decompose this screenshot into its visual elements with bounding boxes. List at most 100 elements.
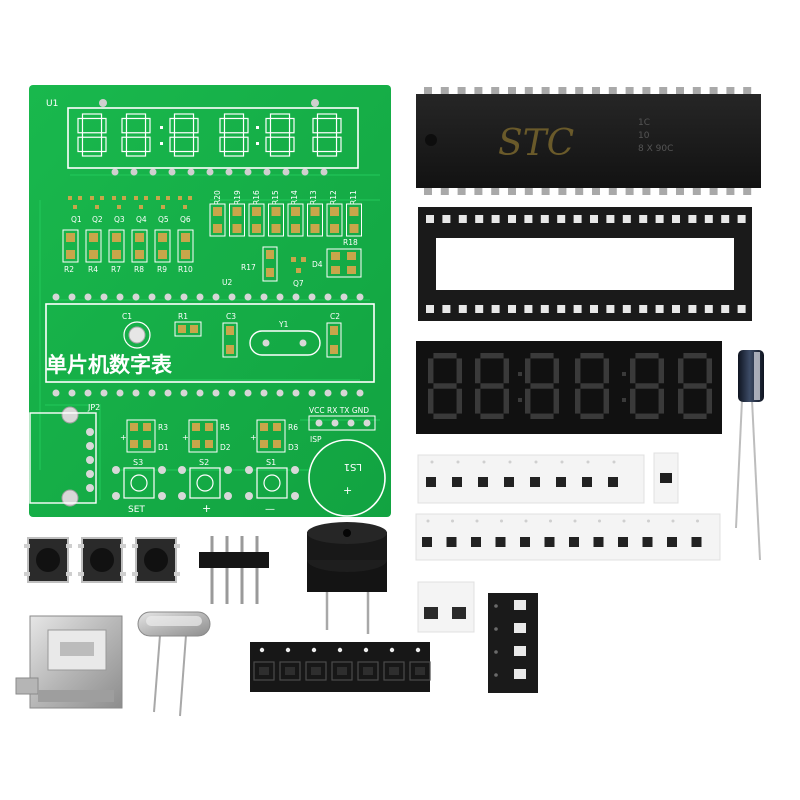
segment (173, 150, 195, 157)
socket-hole (508, 215, 516, 223)
socket-hole (721, 305, 730, 313)
segment (480, 413, 504, 419)
tactile-switch-3 (132, 537, 180, 583)
pin-pad (84, 293, 92, 301)
pad (78, 196, 82, 200)
d1-label: D1 (158, 443, 169, 452)
pin-pad (86, 470, 94, 478)
pin-pad (86, 442, 94, 450)
pad (112, 233, 121, 242)
r-label: R11 (349, 190, 358, 205)
pin-pad (308, 389, 316, 397)
colon-dot (256, 142, 259, 145)
pad (135, 250, 144, 259)
tape-pocket (279, 661, 301, 681)
pad (183, 205, 187, 209)
q7-label: Q7 (293, 279, 304, 288)
segment (269, 113, 291, 120)
segment (242, 117, 249, 134)
sprocket-hole (612, 460, 616, 464)
chip-pin (709, 87, 718, 96)
smd-resistor (642, 537, 653, 547)
chip-line-2: 10 (638, 131, 650, 141)
chip-brand: STC (498, 123, 574, 164)
sprocket-hole (560, 460, 564, 464)
r-label: R14 (290, 190, 299, 205)
segment (312, 136, 319, 153)
socket-hole (688, 215, 697, 223)
transistor-footprints (68, 196, 192, 209)
sprocket-hole (696, 519, 699, 523)
c2-footprint (326, 322, 342, 358)
sprocket-hole (622, 519, 626, 523)
socket-hole (524, 305, 533, 313)
chip-pin (575, 186, 584, 195)
chip-pin (659, 186, 668, 195)
smd-resistor (422, 537, 432, 547)
q-label: Q2 (92, 215, 103, 224)
pin-pad (244, 168, 252, 176)
s2-label: S2 (199, 458, 209, 467)
sprocket-hole (534, 460, 538, 464)
smd-resistor (667, 537, 677, 547)
socket-hole (491, 305, 500, 313)
socket-hole (672, 215, 680, 223)
mcu-pin-row-bottom (52, 389, 364, 397)
segment (635, 353, 659, 359)
sprocket-hole (586, 460, 590, 464)
pad (112, 196, 116, 200)
segment (169, 136, 176, 153)
segment (456, 388, 462, 414)
segment (77, 136, 84, 153)
socket-hole (475, 305, 484, 313)
chip-pin (726, 186, 735, 195)
smd-transistor (389, 667, 399, 675)
sprocket-hole (647, 519, 650, 523)
pad (291, 207, 300, 216)
segment (144, 136, 151, 153)
segment (480, 383, 504, 389)
pin-pad (292, 293, 300, 301)
segment (81, 113, 103, 120)
strip-1-resistors (426, 460, 618, 487)
chip-pin (508, 87, 516, 96)
chip-pin (508, 186, 516, 195)
sprocket-hole (430, 460, 434, 464)
chip-pin (541, 186, 550, 195)
smd-resistor (495, 537, 506, 547)
pcb-mcu-outline (45, 293, 375, 397)
segment (456, 358, 462, 384)
pin-pad (168, 168, 176, 176)
c3-label: C3 (226, 312, 236, 321)
chip-pin (474, 87, 483, 96)
smd-resistor (478, 477, 488, 487)
chip-pin (692, 186, 701, 195)
pad (330, 224, 339, 233)
pin-pad (308, 293, 316, 301)
chip-pin (575, 87, 584, 96)
plus-label: + (202, 502, 211, 515)
segment (81, 132, 103, 138)
smd-resistor (504, 477, 514, 487)
pin-pad (68, 389, 76, 397)
smd-resistor (452, 477, 462, 487)
socket-hole (426, 215, 434, 223)
socket-hole (704, 215, 713, 223)
segment (480, 353, 504, 359)
chip-pin (474, 186, 483, 195)
pin-pad (356, 293, 364, 301)
pin-pad (196, 293, 204, 301)
c1-outline (123, 321, 151, 349)
segment (658, 388, 664, 414)
colon-dot (518, 372, 522, 376)
pad (232, 207, 242, 216)
chip-pins-bottom (424, 186, 752, 195)
q-label: Q4 (136, 215, 147, 224)
pin-pad (228, 389, 236, 397)
set-label: SET (128, 505, 145, 515)
chip-pin (608, 87, 617, 96)
q-label: Q3 (114, 215, 125, 224)
segment (503, 388, 509, 414)
led-group-3: + R6 D3 (250, 419, 299, 453)
pad (166, 196, 170, 200)
